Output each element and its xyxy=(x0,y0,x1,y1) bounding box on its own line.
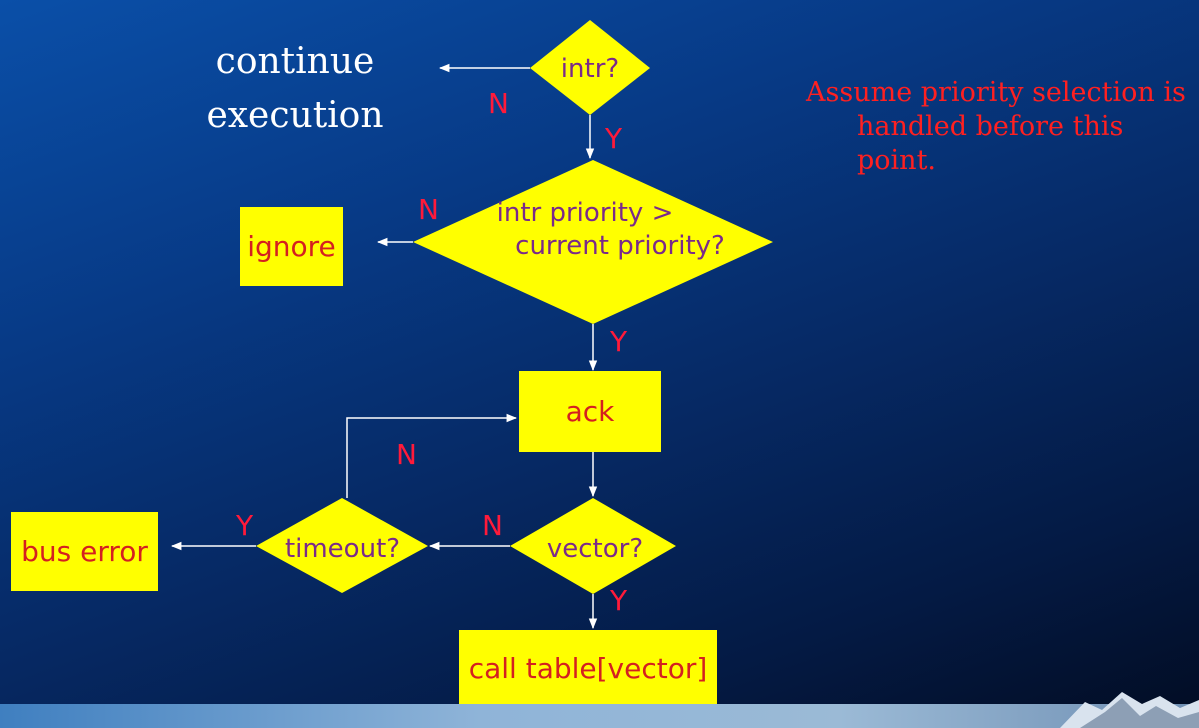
intr-decision-label: intr? xyxy=(560,54,620,84)
intr-yes-label: Y xyxy=(605,122,623,155)
assumption-note: Assume priority selection is handled bef… xyxy=(806,76,1186,178)
priority-decision-label-2: current priority? xyxy=(515,231,725,261)
ack-box xyxy=(519,371,661,452)
vector-decision-label: vector? xyxy=(546,534,644,564)
timeout-decision-label: timeout? xyxy=(284,534,401,564)
note-line-3: point. xyxy=(857,145,936,176)
bus-error-label: bus error xyxy=(21,535,148,568)
arrow-timeout-loop-to-ack xyxy=(346,413,518,498)
intr-decision xyxy=(530,20,650,115)
mountain-image xyxy=(1060,692,1199,728)
call-table-label: call table[vector] xyxy=(468,652,708,685)
timeout-yes-label: Y xyxy=(236,509,254,542)
vector-yes-label: Y xyxy=(610,584,628,617)
vector-decision xyxy=(510,498,676,594)
ack-label: ack xyxy=(565,395,615,428)
note-line-1: Assume priority selection is xyxy=(806,77,1186,108)
priority-decision xyxy=(413,160,773,324)
execution-label: execution xyxy=(206,95,384,136)
bus-error-box xyxy=(11,512,158,591)
timeout-decision xyxy=(256,498,428,593)
priority-decision-label-1: intr priority > xyxy=(496,198,674,228)
call-table-box xyxy=(459,630,717,708)
ignore-label: ignore xyxy=(247,230,336,263)
priority-no-label: N xyxy=(418,193,439,226)
intr-no-label: N xyxy=(488,87,509,120)
continue-label: continue xyxy=(215,41,375,82)
note-line-2: handled before this xyxy=(857,111,1124,142)
priority-yes-label: Y xyxy=(610,325,628,358)
ignore-box xyxy=(240,207,343,286)
loop-no-label: N xyxy=(396,438,417,471)
vector-no-label: N xyxy=(482,509,503,542)
bottom-band xyxy=(0,704,1199,728)
